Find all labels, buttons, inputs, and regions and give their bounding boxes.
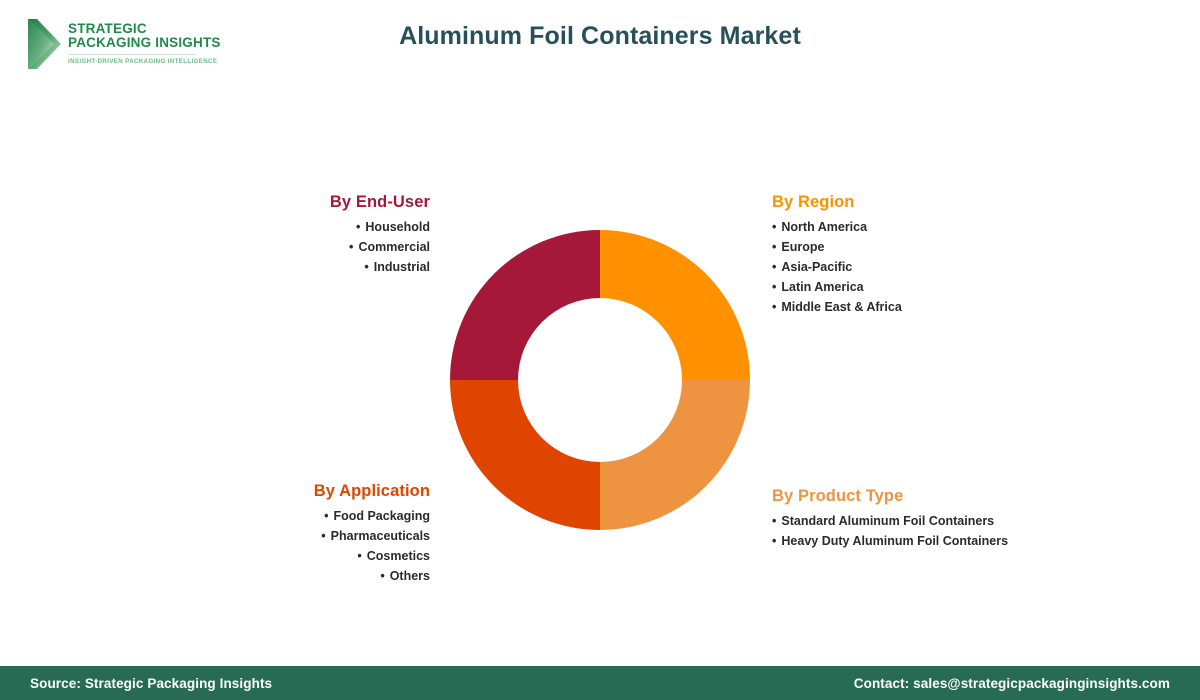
footer-source: Source: Strategic Packaging Insights: [30, 675, 273, 691]
brand-logo: STRATEGIC PACKAGING INSIGHTS INSIGHT-DRI…: [24, 12, 220, 76]
logo-name-line2: PACKAGING INSIGHTS: [68, 35, 221, 50]
donut-chart: [450, 230, 750, 530]
list-item: Food Packaging: [180, 506, 430, 526]
footer-bar: Source: Strategic Packaging Insights Con…: [0, 666, 1200, 700]
list-item: North America: [772, 217, 1102, 237]
footer-contact: Contact: sales@strategicpackaginginsight…: [853, 675, 1170, 691]
list-item: Pharmaceuticals: [180, 526, 430, 546]
donut-hole: [518, 298, 682, 462]
segment-application: By Application Food Packaging Pharmaceut…: [180, 481, 430, 586]
list-item: Industrial: [180, 257, 430, 277]
logo-divider: [68, 53, 196, 55]
list-item: Cosmetics: [180, 546, 430, 566]
list-item: Europe: [772, 237, 1102, 257]
segment-end-user: By End-User Household Commercial Industr…: [180, 192, 430, 277]
list-item: Asia-Pacific: [772, 257, 1102, 277]
segment-end-user-title: By End-User: [329, 193, 430, 211]
segment-product-type: By Product Type Standard Aluminum Foil C…: [772, 486, 1172, 551]
segment-application-list: Food Packaging Pharmaceuticals Cosmetics…: [180, 506, 430, 586]
list-item: Latin America: [772, 277, 1102, 297]
list-item: Standard Aluminum Foil Containers: [772, 511, 1172, 531]
donut-chart-svg: [450, 230, 750, 530]
segment-region: By Region North America Europe Asia-Paci…: [772, 192, 1102, 317]
list-item: Middle East & Africa: [772, 297, 1102, 317]
list-item: Heavy Duty Aluminum Foil Containers: [772, 531, 1172, 551]
list-item: Others: [180, 566, 430, 586]
list-item: Household: [180, 217, 430, 237]
chevron-right-icon: [28, 19, 61, 69]
logo-text-group: STRATEGIC PACKAGING INSIGHTS INSIGHT-DRI…: [68, 20, 221, 67]
segment-region-title: By Region: [772, 193, 855, 211]
segment-application-title: By Application: [313, 482, 430, 500]
segment-product-type-title: By Product Type: [772, 487, 904, 505]
logo-tagline: INSIGHT-DRIVEN PACKAGING INTELLIGENCE: [68, 57, 218, 65]
segment-product-type-list: Standard Aluminum Foil Containers Heavy …: [772, 511, 1172, 551]
list-item: Commercial: [180, 237, 430, 257]
segment-region-list: North America Europe Asia-Pacific Latin …: [772, 217, 1102, 317]
page-title: Aluminum Foil Containers Market: [399, 22, 801, 50]
logo-name-line1: STRATEGIC: [68, 20, 147, 36]
segment-end-user-list: Household Commercial Industrial: [180, 217, 430, 277]
